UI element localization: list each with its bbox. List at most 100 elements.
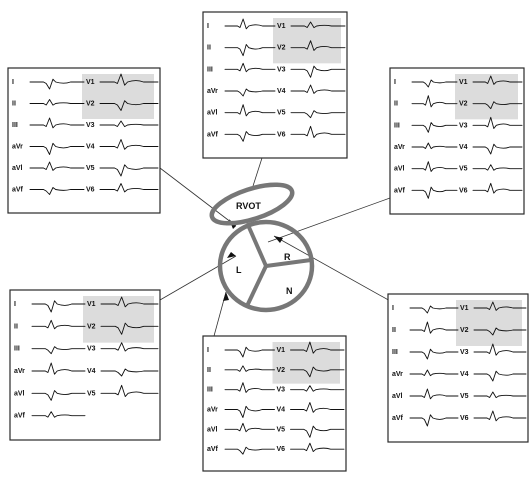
ecg-trace-v1 [472,75,523,85]
ecg-trace-iii [31,346,86,355]
aortic-valve: R L N [217,219,315,313]
ecg-trace-v3 [100,342,159,352]
ecg-trace-avf [224,131,276,142]
lead-label-v4: V4 [86,144,95,151]
ecg-trace-avl [411,161,458,172]
lead-label-v5: V5 [277,110,286,117]
lead-label-avf: aVf [12,187,24,194]
lead-label-v3: V3 [277,387,286,394]
ecg-trace-v4 [290,402,345,413]
ecg-trace-v3 [99,120,159,128]
ecg-trace-avl [31,390,86,401]
rvot-label: RVOT [236,201,261,211]
ecg-trace-v2 [100,322,159,335]
lead-label-v3: V3 [460,349,469,356]
ecg-trace-ii [29,99,85,106]
lead-label-v1: V1 [277,23,286,30]
ecg-trace-iii [29,117,85,129]
lead-label-v4: V4 [460,371,469,378]
lead-label-i: I [14,301,16,308]
lead-label-avf: aVf [207,446,219,453]
lead-label-ii: II [14,323,18,330]
ecg-panels: IIIIIIaVraVlaVfV1V2V3V4V5V6IIIIIIaVraVla… [7,11,529,472]
lead-label-v1: V1 [459,79,468,86]
lead-label-v6: V6 [86,187,95,194]
lead-label-avr: aVr [207,88,218,95]
ecg-trace-v5 [472,164,523,171]
ecg-trace-avf [411,186,458,199]
ecg-trace-avr [411,142,458,150]
lead-label-v3: V3 [459,122,468,129]
lead-label-avr: aVr [392,371,403,378]
ecg-trace-v6 [290,125,346,138]
lead-label-v6: V6 [277,446,286,453]
lead-label-v1: V1 [87,301,96,308]
ecg-trace-v4 [473,370,527,382]
lead-label-v2: V2 [86,101,95,108]
ecg-trace-v1 [290,21,346,29]
lead-label-avl: aVl [12,165,23,172]
connector-lower-left [159,255,237,301]
ecg-trace-v5 [473,391,527,399]
lead-label-avr: aVr [14,368,25,375]
lead-label-v3: V3 [86,122,95,129]
ecg-trace-ii [411,95,458,108]
lead-label-avf: aVf [14,413,26,420]
lead-label-avf: aVf [394,187,406,194]
ecg-trace-i [409,305,459,314]
ecg-trace-avr [29,142,85,155]
lead-label-avf: aVf [392,415,404,422]
ecg-trace-v1 [99,73,159,86]
cusp-label-right: R [284,252,291,262]
ecg-trace-avl [29,161,85,171]
arrowhead-lower-right [274,236,283,243]
lead-label-i: I [392,305,394,312]
lead-label-v2: V2 [277,367,286,374]
ecg-trace-v5 [100,384,159,397]
ecg-trace-v5 [99,164,159,177]
lead-label-v4: V4 [87,368,96,375]
ecg-trace-v1 [473,301,527,311]
lead-label-v2: V2 [459,101,468,108]
ecg-trace-v6 [473,410,527,422]
ecg-trace-iii [411,122,458,133]
ecg-trace-v6 [472,182,523,194]
connector-upper-left [159,167,237,227]
connector-top [252,157,263,187]
ecg-trace-ii [31,319,86,330]
ecg-trace-i [31,300,86,313]
cusp-divider-2 [264,258,313,268]
lead-label-v5: V5 [459,166,468,173]
ecg-trace-avf [224,446,275,455]
lead-label-i: I [394,79,396,86]
lead-label-avr: aVr [394,144,405,151]
lead-label-v6: V6 [277,131,286,138]
ecg-trace-v2 [290,366,345,378]
ecg-trace-v6 [99,183,159,193]
lead-label-ii: II [207,45,211,52]
ecg-trace-avf [29,187,85,195]
lead-label-avr: aVr [207,407,218,414]
ecg-trace-iii [224,382,275,393]
lead-label-ii: II [394,101,398,108]
lead-label-v5: V5 [277,426,286,433]
lead-label-v5: V5 [87,390,96,397]
ecg-trace-i [411,79,458,88]
cusp-label-left: L [236,265,242,275]
ecg-trace-v2 [290,40,346,51]
lead-label-iii: III [207,66,213,73]
ecg-trace-avf [409,414,459,427]
connector-lower-right [273,235,393,303]
lead-label-v2: V2 [460,327,469,334]
ecg-trace-ii [224,365,275,372]
ecg-trace-v1 [290,341,345,354]
ecg-trace-ii [409,321,459,334]
connectors [159,157,393,337]
lead-label-v5: V5 [86,165,95,172]
ecg-trace-avr [224,88,276,97]
